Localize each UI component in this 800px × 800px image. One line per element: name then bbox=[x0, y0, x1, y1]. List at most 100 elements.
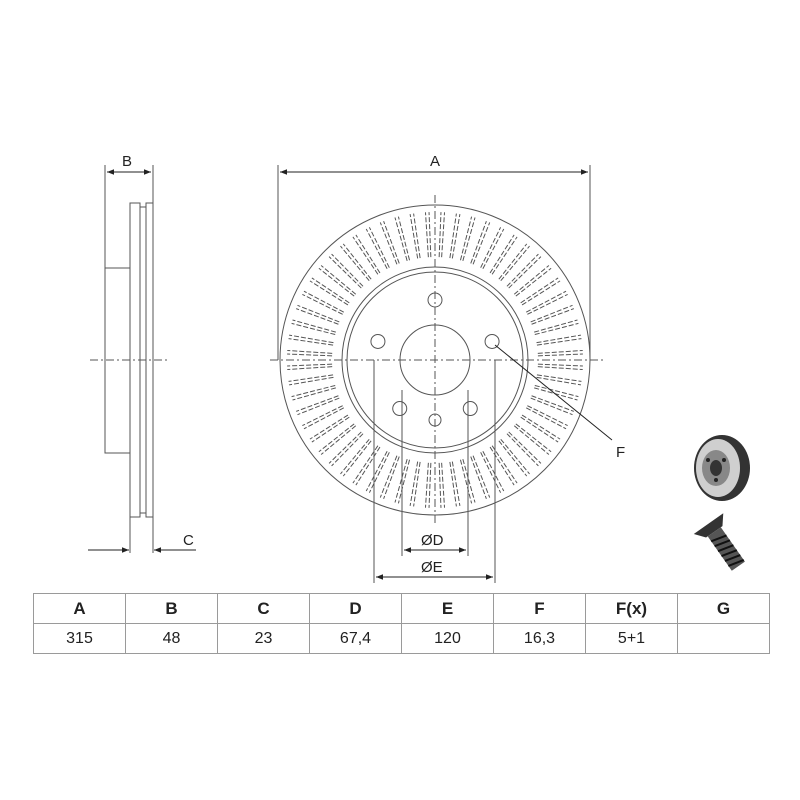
vent-line bbox=[534, 322, 579, 336]
vent-line bbox=[291, 384, 336, 398]
vent-line bbox=[438, 462, 442, 508]
bolt-hole bbox=[370, 333, 386, 349]
vent-line bbox=[394, 459, 408, 503]
vent-line bbox=[451, 461, 461, 506]
vent-line bbox=[534, 319, 578, 333]
vent-line bbox=[520, 416, 559, 443]
header-c: C bbox=[217, 593, 310, 624]
vent-line bbox=[530, 397, 573, 416]
vent-line bbox=[413, 461, 421, 507]
vent-line bbox=[302, 293, 343, 315]
vent-line bbox=[379, 222, 398, 265]
dimensions-table: A B C D E F F(x) G 315 48 23 67,4 120 16… bbox=[33, 593, 770, 654]
value-c: 23 bbox=[217, 623, 310, 654]
vent-line bbox=[472, 455, 491, 498]
vent-line bbox=[287, 353, 333, 357]
front-view bbox=[270, 165, 613, 583]
vent-line bbox=[340, 438, 370, 475]
vent-line bbox=[489, 234, 515, 274]
dim-f-label: F bbox=[616, 444, 625, 461]
vent-line bbox=[409, 461, 419, 506]
vent-line bbox=[491, 445, 518, 484]
vent-line bbox=[413, 213, 421, 259]
vent-line bbox=[318, 267, 355, 297]
vent-line bbox=[288, 338, 334, 346]
header-fx: F(x) bbox=[585, 593, 678, 624]
vent-line bbox=[515, 423, 552, 453]
vent-line bbox=[292, 319, 336, 333]
vent-line bbox=[368, 227, 390, 268]
vent-line bbox=[331, 253, 364, 287]
vent-line bbox=[506, 253, 539, 287]
vent-line bbox=[489, 446, 515, 486]
vent-line bbox=[508, 431, 542, 464]
header-e: E bbox=[401, 593, 494, 624]
vent-line bbox=[397, 216, 411, 261]
vent-line bbox=[536, 374, 582, 382]
dim-e-label: ØE bbox=[421, 559, 443, 576]
vent-line bbox=[527, 405, 568, 427]
header-b: B bbox=[125, 593, 218, 624]
vent-line bbox=[470, 221, 487, 264]
vent-line bbox=[328, 256, 362, 289]
vent-line bbox=[449, 213, 457, 259]
vent-line bbox=[462, 217, 476, 261]
vent-line bbox=[355, 446, 381, 486]
vent-line bbox=[340, 245, 370, 282]
value-e: 120 bbox=[401, 623, 494, 654]
vent-line bbox=[482, 450, 505, 492]
vent-line bbox=[342, 243, 372, 280]
vent-line bbox=[462, 459, 476, 503]
vent-line bbox=[482, 228, 505, 270]
vent-line bbox=[318, 423, 355, 453]
vent-line bbox=[320, 265, 357, 295]
vent-line bbox=[289, 334, 334, 344]
vent-line bbox=[342, 440, 372, 477]
vent-line bbox=[459, 459, 473, 504]
value-g bbox=[677, 623, 770, 654]
bolt-hole bbox=[392, 401, 408, 417]
vent-line bbox=[409, 214, 419, 259]
vent-line bbox=[352, 236, 379, 275]
vent-line bbox=[536, 338, 582, 346]
vent-line bbox=[397, 459, 411, 504]
vent-line bbox=[459, 216, 473, 261]
vent-line bbox=[472, 222, 491, 265]
vent-line bbox=[424, 212, 429, 258]
vent-line bbox=[491, 236, 518, 275]
vent-line bbox=[311, 416, 350, 443]
vent-line bbox=[441, 462, 446, 508]
vent-line bbox=[289, 376, 334, 386]
vent-line bbox=[303, 407, 345, 430]
vent-line bbox=[537, 349, 583, 354]
vent-line bbox=[480, 452, 502, 493]
vent-line bbox=[303, 290, 345, 313]
vent-line bbox=[537, 363, 583, 367]
dim-a-label: A bbox=[430, 153, 440, 170]
value-fx: 5+1 bbox=[585, 623, 678, 654]
vent-line bbox=[441, 212, 446, 258]
vent-line bbox=[291, 322, 336, 336]
vent-line bbox=[365, 450, 388, 492]
vent-line bbox=[311, 277, 350, 304]
brake-disc-icon bbox=[694, 435, 750, 501]
vent-line bbox=[296, 395, 339, 412]
vent-line bbox=[309, 414, 349, 440]
vent-line bbox=[288, 374, 334, 382]
vent-line bbox=[508, 256, 542, 289]
table-row: 315 48 23 67,4 120 16,3 5+1 bbox=[33, 623, 770, 654]
vent-line bbox=[287, 366, 333, 371]
vent-line bbox=[470, 456, 487, 499]
vent-line bbox=[365, 228, 388, 270]
dim-b-label: B bbox=[122, 153, 132, 170]
vent-line bbox=[355, 234, 381, 274]
vent-line bbox=[424, 462, 429, 508]
vent-line bbox=[438, 212, 442, 258]
vent-line bbox=[536, 376, 581, 386]
header-f: F bbox=[493, 593, 586, 624]
value-b: 48 bbox=[125, 623, 218, 654]
bolt-holes bbox=[370, 292, 500, 427]
vent-line bbox=[498, 243, 528, 280]
vent-line bbox=[328, 431, 362, 464]
